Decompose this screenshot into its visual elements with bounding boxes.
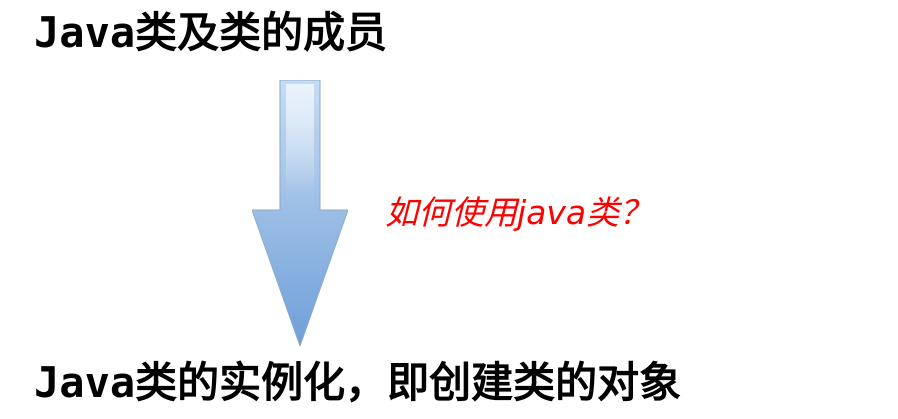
down-arrow-icon <box>252 80 348 346</box>
slide-title: Java类及类的成员 <box>34 8 388 57</box>
slide-conclusion: Java类的实例化，即创建类的对象 <box>34 358 682 407</box>
question-annotation: 如何使用java类？ <box>385 193 653 232</box>
